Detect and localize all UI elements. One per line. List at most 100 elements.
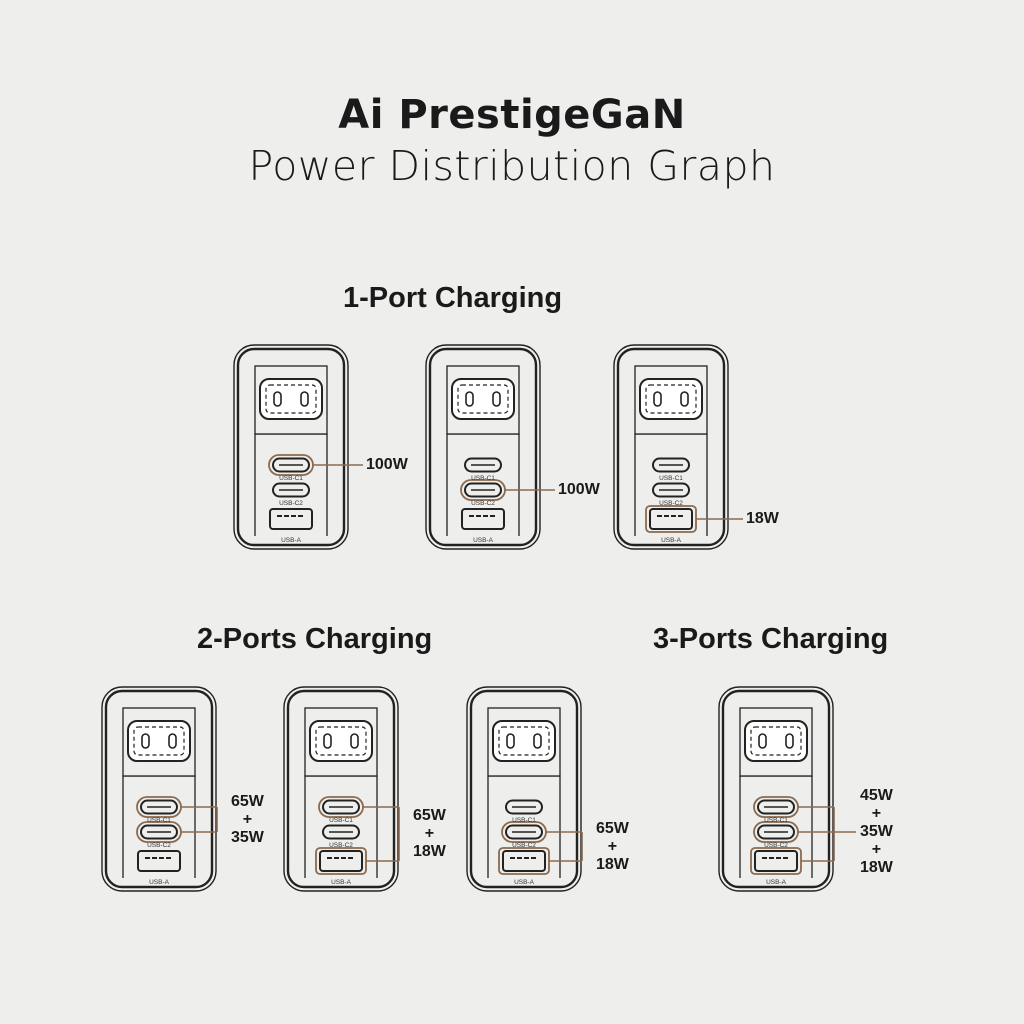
charger-outer-shell (283, 686, 399, 892)
plus-sign: + (871, 841, 882, 858)
wattage-value: 65W (596, 819, 629, 837)
charger-inner-shell (428, 347, 538, 547)
usb-c-port-icon (464, 457, 502, 473)
port-label: USB-A (149, 879, 170, 886)
port-label: USB-A (514, 879, 535, 886)
port-panel (254, 433, 328, 536)
plug-pin-left (758, 733, 767, 749)
port-panel (122, 775, 196, 878)
usb-c-port-icon (652, 482, 690, 498)
usb-c-port-icon (140, 824, 178, 840)
charger-inner-shell (616, 347, 726, 547)
usb-c-port-icon (757, 824, 795, 840)
port-label: USB-C2 (147, 842, 171, 849)
plug-pin-left (506, 733, 515, 749)
usb-c-port-icon (757, 799, 795, 815)
plug-dashed-outline (498, 726, 550, 756)
wattage-value: 100W (366, 456, 408, 473)
power-output-label: 100W (366, 456, 408, 474)
plug-dashed-outline (133, 726, 185, 756)
port-label: USB-C2 (764, 842, 788, 849)
charger-inner-shell (469, 689, 579, 889)
port-label: USB-A (281, 537, 302, 544)
wattage-value: 18W (860, 859, 893, 876)
wattage-value: 100W (558, 481, 600, 498)
plus-sign: + (871, 805, 882, 822)
port-label: USB-C2 (471, 500, 495, 507)
charger-outer-shell (613, 344, 729, 550)
plug-socket (639, 378, 703, 420)
usb-c-port-icon (505, 799, 543, 815)
wattage-value: 65W (231, 792, 264, 810)
plus-sign: + (424, 825, 435, 842)
port-label: USB-A (473, 537, 494, 544)
charger-inner-shell (286, 689, 396, 889)
section-title-3-ports: 3-Ports Charging (653, 623, 889, 655)
plug-dashed-outline (750, 726, 802, 756)
usb-c-port-icon (272, 482, 310, 498)
charger-inner-shell (236, 347, 346, 547)
usb-a-port-icon (319, 850, 363, 872)
plug-pin-right (533, 733, 542, 749)
usb-a-port-icon (754, 850, 798, 872)
usb-a-port-icon (269, 508, 313, 530)
wattage-value: 18W (596, 855, 629, 873)
power-output-label: 18W (746, 510, 779, 528)
port-label: USB-C1 (512, 817, 536, 824)
port-label: USB-C2 (512, 842, 536, 849)
usb-c-port-icon (140, 799, 178, 815)
plug-pin-right (300, 391, 309, 407)
subtitle: Power Distribution Graph (248, 142, 776, 190)
plug-pin-right (168, 733, 177, 749)
plug-dashed-outline (457, 384, 509, 414)
plug-dashed-outline (315, 726, 367, 756)
power-output-label: 45W+35W+18W (860, 787, 893, 877)
port-label: USB-C1 (659, 475, 683, 482)
power-output-label: 100W (558, 481, 600, 499)
port-label: USB-A (331, 879, 352, 886)
brand-title: Ai PrestigeGaN (338, 92, 686, 138)
power-output-label: 65W+18W (413, 807, 446, 861)
plug-pin-left (273, 391, 282, 407)
section-title-1-port: 1-Port Charging (343, 282, 563, 314)
plug-pin-left (323, 733, 332, 749)
plug-dashed-outline (645, 384, 697, 414)
usb-c-port-icon (322, 824, 360, 840)
power-output-label: 65W+35W (231, 793, 264, 847)
wattage-value: 65W (413, 807, 446, 824)
charger-inner-shell (104, 689, 214, 889)
port-label: USB-C1 (764, 817, 788, 824)
plug-pin-left (141, 733, 150, 749)
plug-socket (259, 378, 323, 420)
plug-dashed-outline (265, 384, 317, 414)
plug-pin-right (492, 391, 501, 407)
wattage-value: 35W (860, 823, 893, 840)
section-title-2-ports: 2-Ports Charging (197, 623, 433, 655)
port-label: USB-C2 (279, 500, 303, 507)
plug-socket (744, 720, 808, 762)
usb-a-port-icon (502, 850, 546, 872)
plug-pin-left (653, 391, 662, 407)
usb-c-port-icon (322, 799, 360, 815)
port-label: USB-A (766, 879, 787, 886)
plug-socket (492, 720, 556, 762)
usb-a-port-icon (649, 508, 693, 530)
wattage-value: 18W (746, 510, 779, 527)
port-label: USB-C1 (279, 475, 303, 482)
usb-c-port-icon (272, 457, 310, 473)
plug-pin-right (680, 391, 689, 407)
plug-pin-left (465, 391, 474, 407)
plus-sign: + (242, 810, 253, 828)
usb-c-port-icon (505, 824, 543, 840)
usb-a-port-icon (137, 850, 181, 872)
usb-a-port-icon (461, 508, 505, 530)
